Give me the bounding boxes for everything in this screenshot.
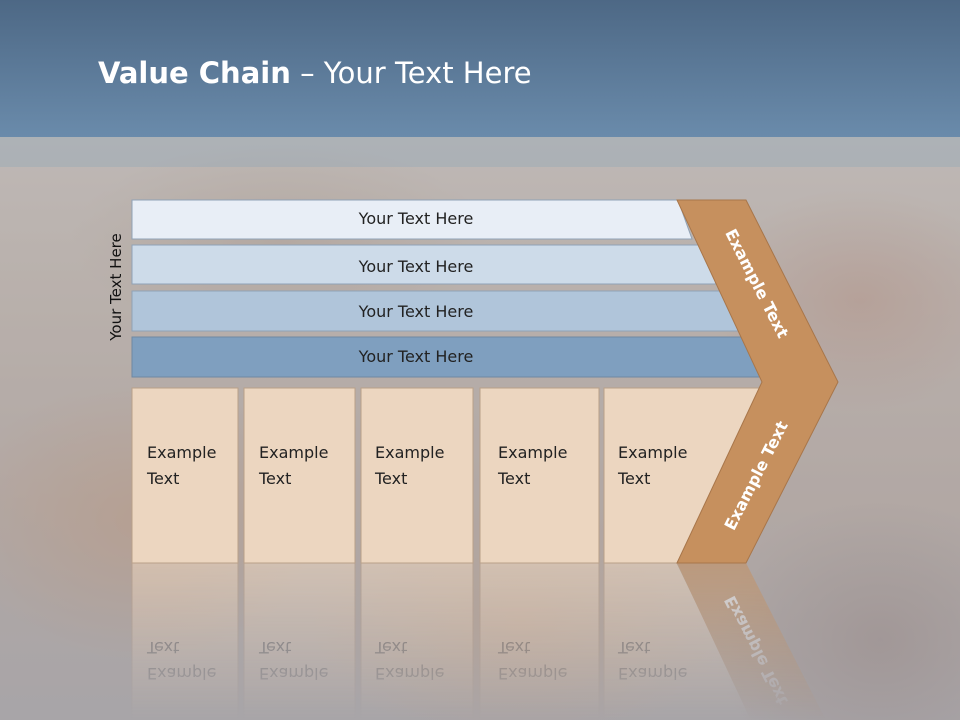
reflection-label: Example	[259, 664, 328, 683]
support-row-label: Your Text Here	[358, 347, 474, 366]
primary-box-shape	[131, 387, 239, 564]
reflection-label: Text	[374, 638, 407, 657]
primary-box-line1: Example	[147, 443, 216, 462]
primary-box-2[interactable]: Example Text	[243, 387, 356, 564]
reflection-chevron	[677, 563, 826, 720]
primary-box-line2: Text	[617, 469, 650, 488]
reflection-box	[479, 562, 600, 720]
primary-box-4[interactable]: Example Text	[479, 387, 600, 564]
primary-box-shape	[360, 387, 474, 564]
reflection-label: Text	[146, 638, 179, 657]
header-subband	[0, 137, 960, 167]
primary-box-line1: Example	[618, 443, 687, 462]
primary-box-3[interactable]: Example Text	[360, 387, 474, 564]
support-row-3[interactable]: Your Text Here	[131, 290, 741, 332]
slide-title[interactable]: Value Chain – Your Text Here	[98, 56, 532, 90]
title-bar	[0, 0, 960, 137]
primary-box-line1: Example	[375, 443, 444, 462]
primary-box-line2: Text	[497, 469, 530, 488]
primary-box-line1: Example	[259, 443, 328, 462]
reflection-box	[360, 562, 474, 720]
primary-box-shape	[479, 387, 600, 564]
primary-box-line2: Text	[146, 469, 179, 488]
primary-box-line1: Example	[498, 443, 567, 462]
support-row-2[interactable]: Your Text Here	[131, 244, 717, 285]
support-row-4[interactable]: Your Text Here	[131, 336, 764, 378]
reflection-label: Text	[617, 638, 650, 657]
reflection-label: Example	[618, 664, 687, 683]
reflection-label: Example	[147, 664, 216, 683]
support-row-label: Your Text Here	[358, 257, 474, 276]
primary-box-line2: Text	[258, 469, 291, 488]
reflection-label: Example	[498, 664, 567, 683]
primary-box-1[interactable]: Example Text	[131, 387, 239, 564]
title-bold: Value Chain	[98, 56, 291, 90]
primary-box-shape	[243, 387, 356, 564]
support-row-shape	[131, 199, 693, 240]
reflection-label: Text	[258, 638, 291, 657]
reflection-box	[131, 562, 239, 720]
primary-box-line2: Text	[374, 469, 407, 488]
primary-box-5[interactable]: Example Text	[603, 387, 763, 564]
reflection-label: Example	[375, 664, 444, 683]
reflection-label: Text	[497, 638, 530, 657]
margin-chevron[interactable]: Example Text Example Text	[676, 199, 839, 564]
title-rest: – Your Text Here	[290, 56, 532, 90]
support-row-label: Your Text Here	[358, 302, 474, 321]
margin-chevron-shape	[676, 199, 839, 564]
support-row-label: Your Text Here	[358, 209, 474, 228]
support-row-1[interactable]: Your Text Here	[131, 199, 693, 240]
